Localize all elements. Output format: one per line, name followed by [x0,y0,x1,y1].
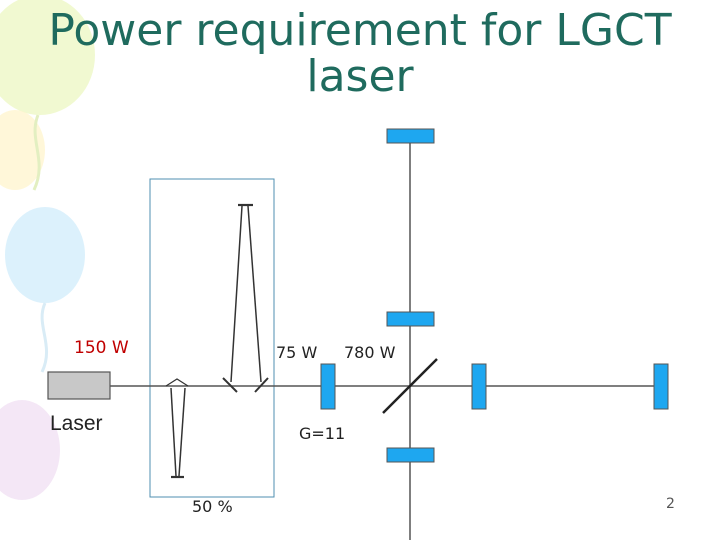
laser-label: Laser [50,412,103,435]
cavity-box [149,178,275,498]
title-line-1: Power requirement for LGCT [48,5,672,56]
slide-title: Power requirement for LGCT laser [0,8,720,100]
laser-power-label: 150 W [74,338,129,358]
mirror-arm-upper [386,311,435,327]
mirror-arm-end [653,363,669,410]
mirror-recycling [320,363,336,410]
beam-fold-lower-left [170,387,177,477]
efficiency-label: 50 % [192,497,233,516]
beam-fold-upper-left [230,205,243,383]
title-line-2: laser [306,51,414,102]
mirror-arm-lower [386,447,435,463]
page-number: 2 [666,496,675,512]
cavity-power-label: 75 W [276,343,318,362]
mirror-fold-right [254,377,269,393]
beam-fold-upper-right [247,205,262,383]
mirror-top [386,128,435,144]
mirror-arm-input [471,363,487,410]
laser-source [47,371,111,400]
mirror-lower-fold [165,378,189,387]
recycled-power-label: 780 W [344,343,396,362]
mirror-fold-left [222,377,238,393]
beam-splitter [382,358,438,414]
beam-fold-lower-right [178,387,186,477]
gain-label: G=11 [299,424,346,443]
